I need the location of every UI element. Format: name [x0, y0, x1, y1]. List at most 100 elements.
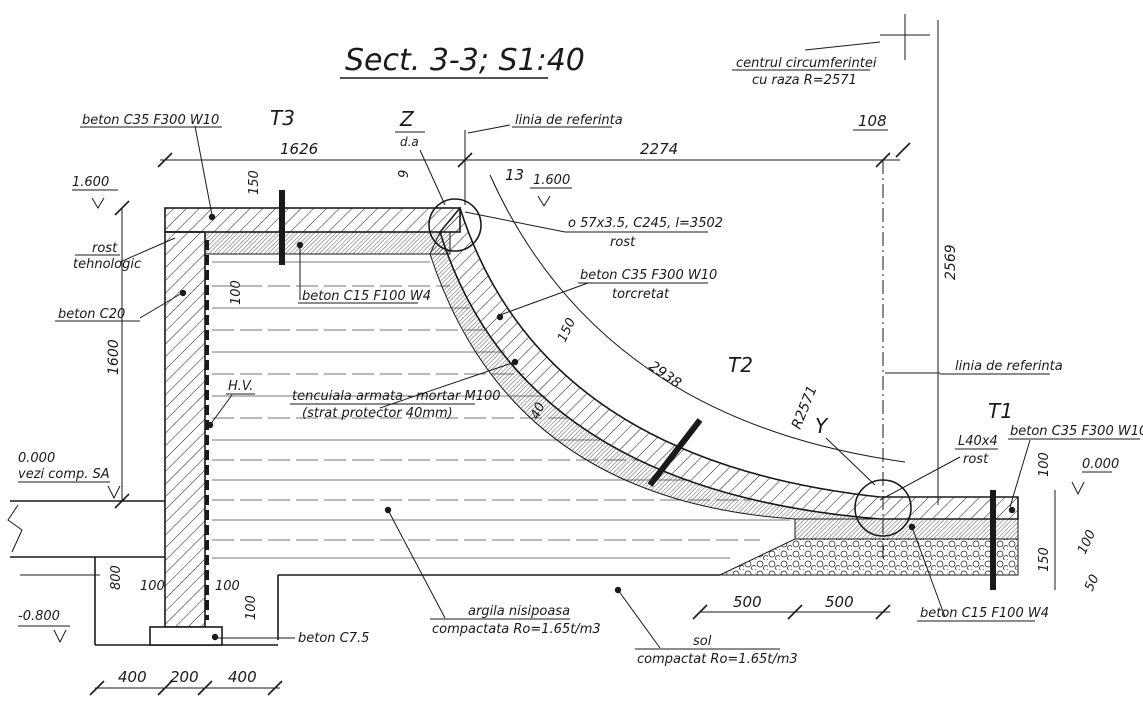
label-teava-2: rost	[610, 235, 636, 250]
dim-100-right: 100	[1037, 452, 1052, 477]
label-t1: T1	[988, 399, 1013, 423]
leader-torcretat	[499, 282, 589, 316]
dot-c15-top	[296, 241, 304, 249]
dot-c75	[211, 633, 219, 641]
level-top-mid-arrow	[537, 195, 551, 207]
dim-500-a: 500	[733, 593, 762, 611]
label-linia-ref-right: linia de referinta	[955, 359, 1063, 374]
label-rost-tehn-2: tehnologic	[73, 257, 141, 272]
label-rost-tehn-1: rost	[92, 241, 118, 256]
leader-linia-ref-top	[467, 124, 511, 134]
leader-argila	[387, 509, 446, 619]
dim-150-curve: 150	[555, 316, 579, 345]
label-tencuiala-1: tencuiala armata - mortar M100	[292, 389, 501, 404]
leader-teava	[464, 211, 566, 233]
label-sol-2: compactat Ro=1.65t/m3	[637, 652, 798, 667]
label-beton-c35-top: beton C35 F300 W10	[82, 113, 219, 128]
dim-bottom-tick-1	[89, 680, 105, 696]
label-beton-c15-top: beton C15 F100 W4	[302, 289, 431, 304]
leader-sol	[617, 589, 661, 649]
label-y: Y	[815, 414, 829, 438]
arc-2938	[489, 174, 906, 463]
label-beton-c20: beton C20	[58, 307, 125, 322]
dot-tencuiala	[511, 358, 519, 366]
dim-left-tick-1	[114, 200, 130, 216]
dim-2938: 2938	[646, 358, 684, 392]
label-torcretat-1: beton C35 F300 W10	[580, 268, 717, 283]
dim-1600: 1600	[106, 339, 122, 375]
leader-rost	[119, 237, 176, 263]
label-argila-2: compactata Ro=1.65t/m3	[432, 622, 601, 637]
dim-1626: 1626	[280, 140, 318, 158]
dim-500-tick-3	[875, 604, 891, 620]
label-l40-2: rost	[963, 452, 989, 467]
dot-sol	[614, 586, 622, 594]
dim-top-tick-3	[875, 152, 891, 168]
level-zero-left: 0.000	[18, 451, 55, 466]
dim-200: 200	[170, 668, 199, 686]
label-sol-1: sol	[693, 634, 712, 649]
section-title: Sect. 3-3; S1:40	[345, 43, 585, 78]
dot-torcretat	[496, 313, 504, 321]
dot-c35-right	[1008, 506, 1016, 514]
label-z: Z	[399, 107, 415, 131]
detail-circle-z	[428, 198, 482, 252]
dim-50: 50	[1082, 572, 1103, 593]
level-top-mid: 1.600	[533, 173, 570, 188]
dot-argila	[384, 506, 392, 514]
level-zero-right-arrow	[1071, 481, 1085, 496]
label-torcretat-2: torcretat	[612, 287, 670, 302]
label-hv: H.V.	[228, 379, 253, 394]
dim-2274: 2274	[640, 140, 678, 158]
label-argila-1: argila nisipoasa	[468, 604, 570, 619]
top-slab-c35	[164, 207, 461, 233]
dim-bottom-tick-4	[267, 680, 283, 696]
dot-c20	[179, 289, 187, 297]
break-symbol	[7, 504, 23, 553]
leader-tencuiala	[379, 361, 516, 409]
dim-500-tick-1	[692, 604, 708, 620]
dot-c15-bottom	[908, 523, 916, 531]
level-minus: -0.800	[18, 609, 60, 624]
dim-left-tick-2	[114, 493, 130, 509]
dim-13: 13	[505, 166, 524, 184]
level-top-left: 1.600	[72, 175, 109, 190]
label-beton-c35-right: beton C35 F300 W10	[1010, 424, 1143, 439]
dim-100-right2: 100	[1075, 528, 1099, 557]
footing-c75	[149, 626, 223, 646]
dim-top-tick-4	[895, 142, 911, 158]
level-top-left-arrow	[91, 197, 105, 209]
dim-800: 800	[109, 565, 124, 590]
level-zero-right: 0.000	[1082, 457, 1119, 472]
label-tencuiala-2: (strat protector 40mm)	[302, 406, 453, 421]
gravel-layer	[719, 538, 1019, 576]
dot-c35-top	[208, 213, 216, 221]
leader-beton-c35-right	[1009, 439, 1031, 508]
leader-beton-c35-top	[194, 125, 213, 216]
cut-t2	[647, 418, 703, 487]
dim-400-a: 400	[118, 668, 147, 686]
label-t2: T2	[728, 353, 753, 377]
dim-400-b: 400	[228, 668, 257, 686]
dim-500-tick-2	[787, 604, 803, 620]
level-zero-left-arrow	[107, 485, 121, 500]
dim-40: 40	[528, 400, 549, 421]
dim-150-right: 150	[1037, 547, 1052, 572]
detail-circle-y	[854, 479, 912, 537]
dim-100-c: 100	[244, 595, 259, 620]
dim-100-b: 100	[215, 579, 240, 594]
leader-beton-c15-bottom	[911, 526, 946, 618]
dim-100-a: 100	[140, 579, 165, 594]
label-t3: T3	[270, 106, 295, 130]
label-beton-c75: beton C7.5	[298, 631, 369, 646]
dim-top-tick-1	[157, 152, 173, 168]
leader-beton-c20	[139, 292, 183, 319]
level-minus-arrow	[53, 629, 67, 644]
dim-9: 9	[397, 170, 412, 178]
fill-layers	[212, 261, 790, 559]
centre-callout-line1: centrul circumferintei	[736, 56, 877, 71]
label-teava-1: o 57x3.5, C245, l=3502	[568, 216, 723, 231]
label-linia-ref-top: linia de referinta	[515, 113, 623, 128]
label-l40-1: L40x4	[958, 434, 998, 449]
